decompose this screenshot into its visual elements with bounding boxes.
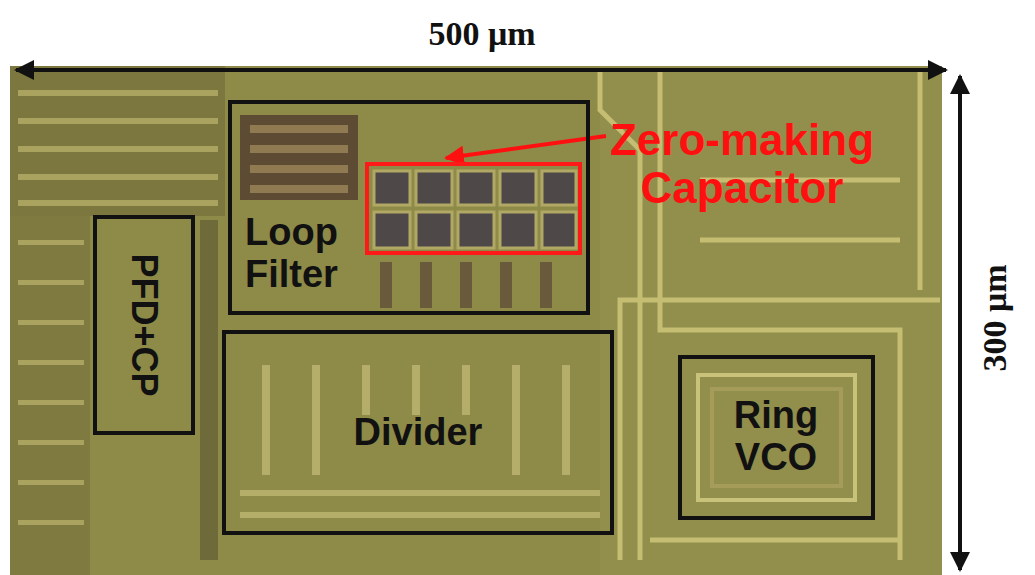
- chip-detail: [18, 200, 218, 206]
- chip-detail: [18, 520, 84, 525]
- chip-detail: [698, 375, 855, 500]
- block-label: Zero-making Capacitor: [562, 116, 922, 213]
- chip-detail: [240, 512, 600, 518]
- chip-detail: [18, 400, 84, 405]
- chip-detail: [10, 216, 90, 575]
- block-label: Loop Filter: [245, 212, 375, 296]
- capacitor-cells: [374, 171, 576, 248]
- chip-detail: [500, 262, 512, 308]
- chip-detail: [458, 212, 494, 248]
- chip-detail: [240, 115, 358, 200]
- chip-detail: [312, 365, 320, 475]
- chip-detail: [500, 171, 536, 205]
- chip-detail: [416, 212, 452, 248]
- chip-detail: [250, 165, 348, 173]
- metal-rows: [18, 90, 218, 560]
- filter-resistor: [240, 115, 358, 200]
- chip-detail: [416, 171, 452, 205]
- chip-detail: [240, 490, 600, 496]
- chip-detail: [10, 66, 942, 575]
- chip-detail: [10, 66, 225, 216]
- highlight-box: Zero-making Capacitor: [365, 162, 582, 255]
- chip-detail: [374, 212, 410, 248]
- chip-detail: [18, 480, 84, 485]
- chip-detail: [562, 365, 570, 475]
- chip-detail: [18, 146, 218, 152]
- vco-core: [698, 375, 855, 500]
- chip-detail: [18, 280, 84, 285]
- chip-detail: [18, 240, 84, 245]
- block-outline: PFD+CP: [93, 215, 195, 435]
- dimension-label: 500 μm: [428, 15, 535, 52]
- block-outline: Ring VCO: [678, 355, 875, 520]
- chip-detail: [458, 171, 494, 205]
- chip-detail: [250, 145, 348, 153]
- chip-detail: [18, 320, 84, 325]
- block-label: Divider: [354, 412, 483, 454]
- block-outline: Divider: [222, 330, 614, 535]
- chip-detail: [700, 238, 900, 243]
- chip-detail: [542, 171, 576, 205]
- chip-detail: [420, 262, 432, 308]
- chip-ground: [10, 66, 942, 575]
- chip-detail: [620, 300, 940, 560]
- chip-detail: [16, 68, 946, 72]
- chip-detail: [542, 212, 576, 248]
- chip-detail: [462, 365, 470, 415]
- dimension-arrow: [16, 70, 960, 570]
- filter-columns: [380, 262, 552, 308]
- block-label: PFD+CP: [124, 253, 164, 396]
- chip-detail: [18, 90, 218, 96]
- chip-detail: [412, 365, 420, 415]
- chip-detail: [200, 220, 218, 560]
- chip-detail: [362, 365, 370, 415]
- chip-detail: [380, 262, 392, 308]
- chip-detail: [918, 70, 923, 290]
- divider-cells: [240, 365, 600, 518]
- chip-detail: [540, 262, 552, 308]
- chip-detail: [262, 365, 270, 475]
- chip-detail: [650, 538, 900, 543]
- chip-detail: [18, 360, 84, 365]
- chip-detail: [250, 185, 348, 193]
- leader-arrow: [446, 136, 606, 158]
- block-outline: Zero-making CapacitorLoop Filter: [228, 100, 590, 315]
- chip-detail: [460, 262, 472, 308]
- block-label: Ring VCO: [701, 395, 851, 479]
- chip-detail: [958, 76, 962, 570]
- dimension-label: 300 μm: [976, 264, 1013, 371]
- chip-detail: [18, 440, 84, 445]
- chip-detail: [250, 125, 348, 133]
- chip-detail: [374, 171, 410, 205]
- chip-detail: [18, 174, 218, 180]
- chip-detail: [500, 212, 536, 248]
- chip-detail: [512, 365, 520, 475]
- chip-detail: [18, 118, 218, 124]
